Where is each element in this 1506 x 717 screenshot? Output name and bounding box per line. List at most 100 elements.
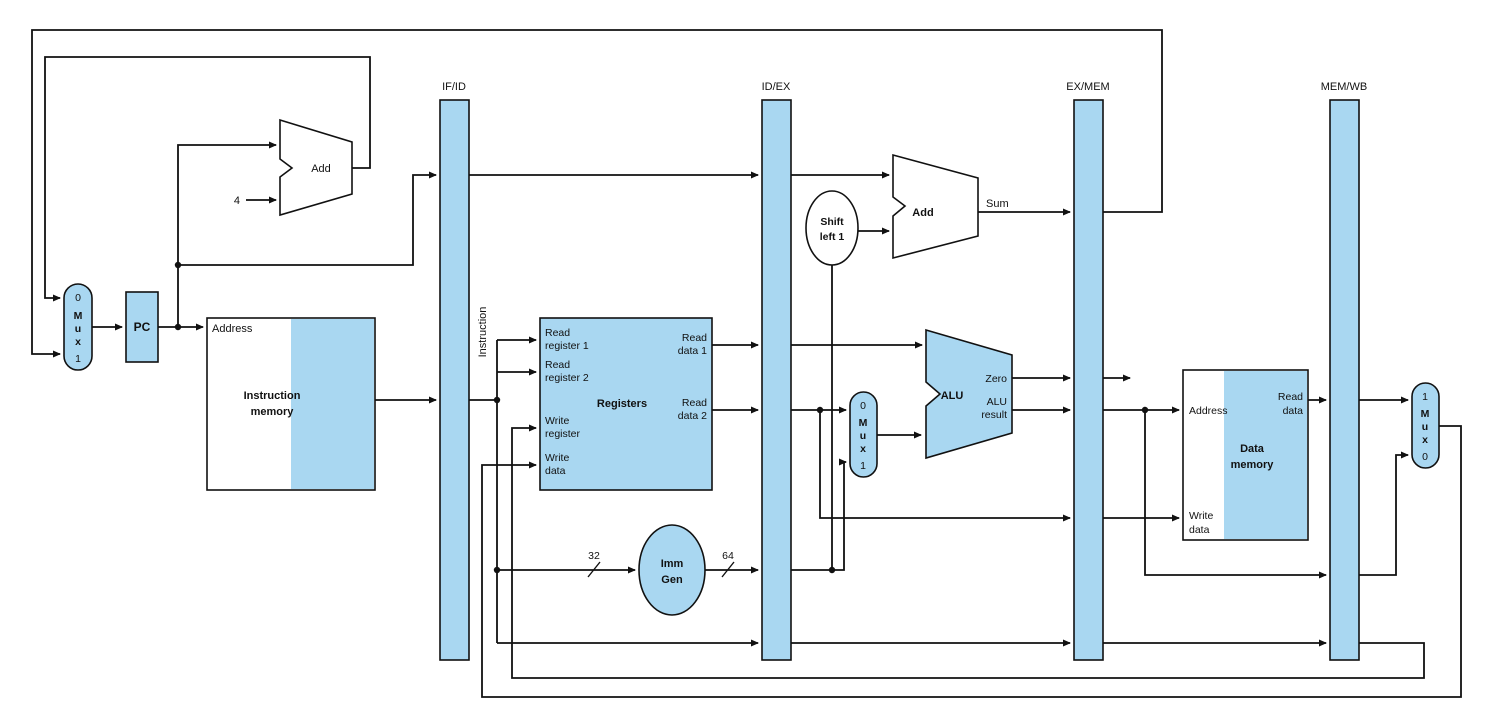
wb-mux: 1 M u x 0 xyxy=(1411,382,1440,469)
bus-width-32-label: 32 xyxy=(588,550,600,562)
instruction-memory: Address Instruction memory xyxy=(206,317,376,491)
wb-mux-letter-x: x xyxy=(1422,434,1428,446)
wb-mux-letter-u: u xyxy=(1422,421,1428,433)
junction-dot xyxy=(174,261,182,269)
pc-mux-letter-u: u xyxy=(75,323,81,335)
write-data-label-line2: data xyxy=(545,465,566,477)
bus-slash-64 xyxy=(721,561,735,578)
bus-width-64-label: 64 xyxy=(722,550,734,562)
pc-mux-input0-label: 0 xyxy=(75,292,81,304)
data-memory-write-label-line2: data xyxy=(1189,524,1210,536)
alu-mux-input1-label: 1 xyxy=(860,460,866,472)
alu-src-mux: 0 M u x 1 xyxy=(849,391,878,478)
wire-exmem-result-to-memwb xyxy=(1144,410,1327,579)
wb-mux-input1-label: 1 xyxy=(1422,391,1428,403)
data-memory-read-label-line2: data xyxy=(1283,405,1304,417)
idex-register: ID/EX xyxy=(761,81,792,661)
exmem-register: EX/MEM xyxy=(1066,81,1110,661)
wire-idex-imm-to-mux xyxy=(791,458,847,571)
pc-adder: Add 4 xyxy=(234,118,353,217)
alu-src-mux-shape xyxy=(849,391,878,478)
wire-pc-plus4-feedback xyxy=(44,56,371,302)
data-memory-name-line2: memory xyxy=(1231,459,1275,471)
branch-adder-sum-label: Sum xyxy=(986,198,1009,210)
branch-adder: Add Sum xyxy=(892,153,1009,260)
alu-shape xyxy=(925,328,1013,460)
shift-left-shape xyxy=(805,190,859,266)
pc-register: PC xyxy=(125,291,159,363)
read-register1-label-line2: register 1 xyxy=(545,340,589,352)
wire-branch-target-feedback xyxy=(31,29,1163,358)
pc-shape xyxy=(125,291,159,363)
shift-left-label-line2: left 1 xyxy=(820,231,845,243)
data-memory-name-line1: Data xyxy=(1240,443,1265,455)
wire-memwb-result-to-mux xyxy=(1359,451,1409,576)
junction-dot xyxy=(816,406,824,414)
pc-source-mux: 0 M u x 1 xyxy=(63,283,93,371)
write-data-label-line1: Write xyxy=(545,452,569,464)
read-data1-label-line1: Read xyxy=(682,332,707,344)
bus-slash-32 xyxy=(587,561,601,578)
junction-dot xyxy=(1141,406,1149,414)
write-register-label-line2: register xyxy=(545,428,581,440)
pc-adder-shape xyxy=(279,118,353,217)
wire-pc-to-ifid xyxy=(178,171,437,266)
branch-adder-shape xyxy=(892,153,979,260)
data-memory-write-label-line1: Write xyxy=(1189,510,1213,522)
exmem-label: EX/MEM xyxy=(1066,81,1109,93)
instruction-memory-name-line2: memory xyxy=(251,406,295,418)
shift-left-label-line1: Shift xyxy=(820,216,844,228)
junction-dot xyxy=(828,566,836,574)
imm-gen-label-line1: Imm xyxy=(661,558,684,570)
junction-dot xyxy=(174,323,182,331)
registers-shape xyxy=(539,317,713,491)
alu-mux-letter-u: u xyxy=(860,430,866,442)
alu-mux-input0-label: 0 xyxy=(860,400,866,412)
instruction-memory-shape xyxy=(206,317,376,491)
idex-label: ID/EX xyxy=(762,81,791,93)
memwb-register: MEM/WB xyxy=(1321,81,1367,661)
alu: ALU Zero ALU result xyxy=(925,328,1013,460)
alu-label: ALU xyxy=(941,390,964,402)
instruction-memory-fill xyxy=(291,319,374,489)
read-data1-label-line2: data 1 xyxy=(678,345,707,357)
alu-mux-letter-m: M xyxy=(859,417,868,429)
instruction-memory-address-label: Address xyxy=(212,323,253,335)
pc-mux-letter-x: x xyxy=(75,336,81,348)
pc-adder-increment: 4 xyxy=(234,195,240,207)
data-memory-shape xyxy=(1182,369,1309,541)
memwb-shape xyxy=(1329,99,1360,661)
pc-source-mux-shape xyxy=(63,283,93,371)
ifid-register: IF/ID xyxy=(439,81,470,661)
junction-dot xyxy=(493,566,501,574)
wb-mux-input0-label: 0 xyxy=(1422,451,1428,463)
write-register-label-line1: Write xyxy=(545,415,569,427)
data-memory-address-label: Address xyxy=(1189,405,1228,417)
read-register2-label-line1: Read xyxy=(545,359,570,371)
instruction-memory-name-line1: Instruction xyxy=(244,390,301,402)
imm-gen-shape xyxy=(638,524,706,616)
register-file: Read register 1 Read register 2 Write re… xyxy=(539,317,713,491)
wire-readdata2-to-exmem xyxy=(819,410,1071,522)
imm-gen: Imm Gen xyxy=(638,524,706,616)
data-memory-fill xyxy=(1224,371,1307,539)
wire-memwb-rd-to-writereg xyxy=(511,424,1425,679)
ifid-label: IF/ID xyxy=(442,81,466,93)
pc-label: PC xyxy=(134,320,151,334)
memwb-label: MEM/WB xyxy=(1321,81,1367,93)
pc-mux-letter-m: M xyxy=(74,310,83,322)
idex-shape xyxy=(761,99,792,661)
junction-dots xyxy=(174,261,1149,574)
read-data2-label-line1: Read xyxy=(682,397,707,409)
wb-mux-letter-m: M xyxy=(1421,408,1430,420)
wb-mux-shape xyxy=(1411,382,1440,469)
shift-left-1: Shift left 1 xyxy=(805,190,859,266)
instruction-bus-label: Instruction xyxy=(477,307,489,358)
imm-gen-label-line2: Gen xyxy=(661,574,683,586)
junction-dot xyxy=(493,396,501,404)
read-register2-label-line2: register 2 xyxy=(545,372,589,384)
alu-result-label-line2: result xyxy=(981,409,1007,421)
alu-zero-label: Zero xyxy=(985,373,1007,385)
